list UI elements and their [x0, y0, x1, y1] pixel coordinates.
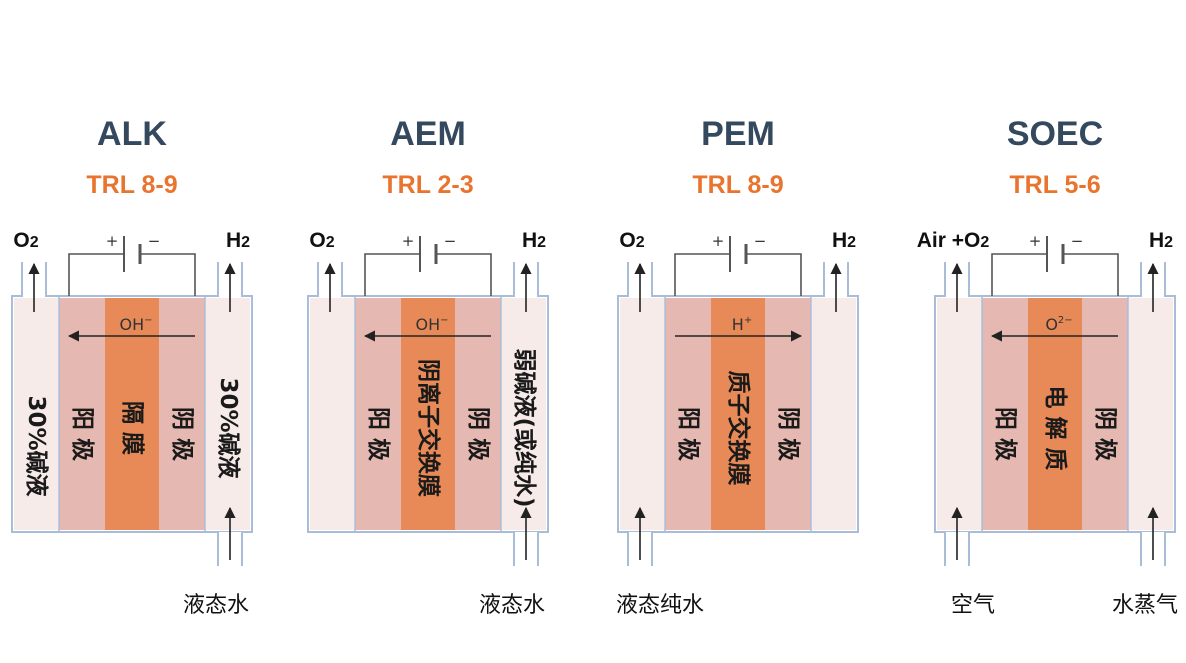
- cell-title: ALK: [97, 115, 167, 153]
- right-gas-label: H2: [522, 229, 546, 252]
- right-gas-label-base: H: [832, 229, 847, 252]
- left-chamber: [937, 298, 981, 530]
- right-chamber: [502, 298, 546, 530]
- right-chamber-label: 弱碱液(或纯水): [511, 348, 538, 507]
- wire-cathode: [140, 253, 196, 296]
- right-gas-label-sub: 2: [847, 234, 856, 251]
- anode-label: 阳 极: [992, 407, 1018, 461]
- bottom-right-label: 液态水: [479, 593, 545, 618]
- trl-label: TRL 8-9: [692, 171, 783, 199]
- left-gas-label-sub: 2: [326, 234, 335, 251]
- plus-sign: +: [1029, 232, 1042, 250]
- left-gas-label: Air +O2: [917, 229, 990, 252]
- left-gas-label-sub: 2: [980, 234, 989, 251]
- left-chamber: [310, 298, 354, 530]
- minus-sign: −: [148, 232, 161, 250]
- right-gas-label: H2: [832, 229, 856, 252]
- right-gas-label: H2: [1149, 229, 1173, 252]
- minus-sign: −: [754, 232, 767, 250]
- ion-label: OH−: [119, 315, 152, 334]
- ion-label-sup: −: [440, 315, 448, 326]
- left-gas-label-sub: 2: [636, 234, 645, 251]
- wire-anode: [68, 253, 124, 296]
- ion-label-sup: −: [144, 315, 152, 326]
- cell-title: SOEC: [1007, 115, 1103, 153]
- trl-label: TRL 8-9: [86, 171, 177, 199]
- right-chamber-label: 30%碱液: [215, 377, 242, 478]
- plus-sign: +: [402, 232, 415, 250]
- left-gas-label-base: O: [13, 229, 29, 252]
- plus-sign: +: [712, 232, 725, 250]
- ion-label-base: O: [1045, 315, 1058, 334]
- wire-anode: [674, 253, 730, 296]
- cathode-label: 阴 极: [775, 407, 801, 461]
- left-chamber: [620, 298, 664, 530]
- minus-sign: −: [444, 232, 457, 250]
- left-gas-label-base: O: [309, 229, 325, 252]
- ion-label-base: OH: [415, 315, 440, 334]
- left-gas-label: O2: [309, 229, 334, 252]
- cell-title: PEM: [701, 115, 775, 153]
- bottom-right-label: 水蒸气: [1112, 593, 1178, 618]
- left-gas-label-base: O: [619, 229, 635, 252]
- cell-title: AEM: [390, 115, 466, 153]
- anode-label: 阳 极: [365, 407, 391, 461]
- wire-cathode: [1063, 253, 1119, 296]
- ion-label: H+: [732, 315, 752, 334]
- left-gas-label: O2: [619, 229, 644, 252]
- left-gas-label: O2: [13, 229, 38, 252]
- membrane-label: 隔 膜: [119, 401, 145, 455]
- membrane-label: 电 解 质: [1042, 385, 1069, 470]
- left-gas-label-base: Air +O: [917, 229, 981, 252]
- trl-label: TRL 2-3: [382, 171, 473, 199]
- plus-sign: +: [106, 232, 119, 250]
- ion-label-base: OH: [119, 315, 144, 334]
- ion-label-sup: +: [744, 315, 752, 326]
- right-chamber: [812, 298, 856, 530]
- wire-anode: [364, 253, 420, 296]
- left-gas-label-sub: 2: [30, 234, 39, 251]
- right-gas-label-sub: 2: [1164, 234, 1173, 251]
- bottom-left-label: 空气: [951, 593, 995, 618]
- left-chamber: [14, 298, 58, 530]
- wire-cathode: [746, 253, 802, 296]
- right-gas-label: H2: [226, 229, 250, 252]
- ion-label-base: H: [732, 315, 744, 334]
- wire-anode: [991, 253, 1047, 296]
- minus-sign: −: [1071, 232, 1084, 250]
- ion-label-sup: 2−: [1058, 315, 1073, 326]
- wire-cathode: [436, 253, 492, 296]
- anode-label: 阳 极: [675, 407, 701, 461]
- membrane-label: 质子交换膜: [725, 371, 752, 486]
- right-gas-label-sub: 2: [537, 234, 546, 251]
- bottom-left-label: 液态纯水: [616, 593, 704, 618]
- ion-label: OH−: [415, 315, 448, 334]
- bottom-right-label: 液态水: [183, 593, 249, 618]
- cathode-label: 阴 极: [465, 407, 491, 461]
- right-chamber: [206, 298, 250, 530]
- right-gas-label-base: H: [1149, 229, 1164, 252]
- ion-label: O2−: [1045, 315, 1072, 334]
- right-gas-label-base: H: [226, 229, 241, 252]
- cathode-label: 阴 极: [169, 407, 195, 461]
- anode-label: 阳 极: [69, 407, 95, 461]
- right-gas-label-sub: 2: [241, 234, 250, 251]
- right-chamber: [1129, 298, 1173, 530]
- right-gas-label-base: H: [522, 229, 537, 252]
- trl-label: TRL 5-6: [1009, 171, 1100, 199]
- left-chamber-label: 30%碱液: [23, 395, 50, 496]
- membrane-label: 阴离子交换膜: [415, 359, 442, 497]
- cathode-label: 阴 极: [1092, 407, 1118, 461]
